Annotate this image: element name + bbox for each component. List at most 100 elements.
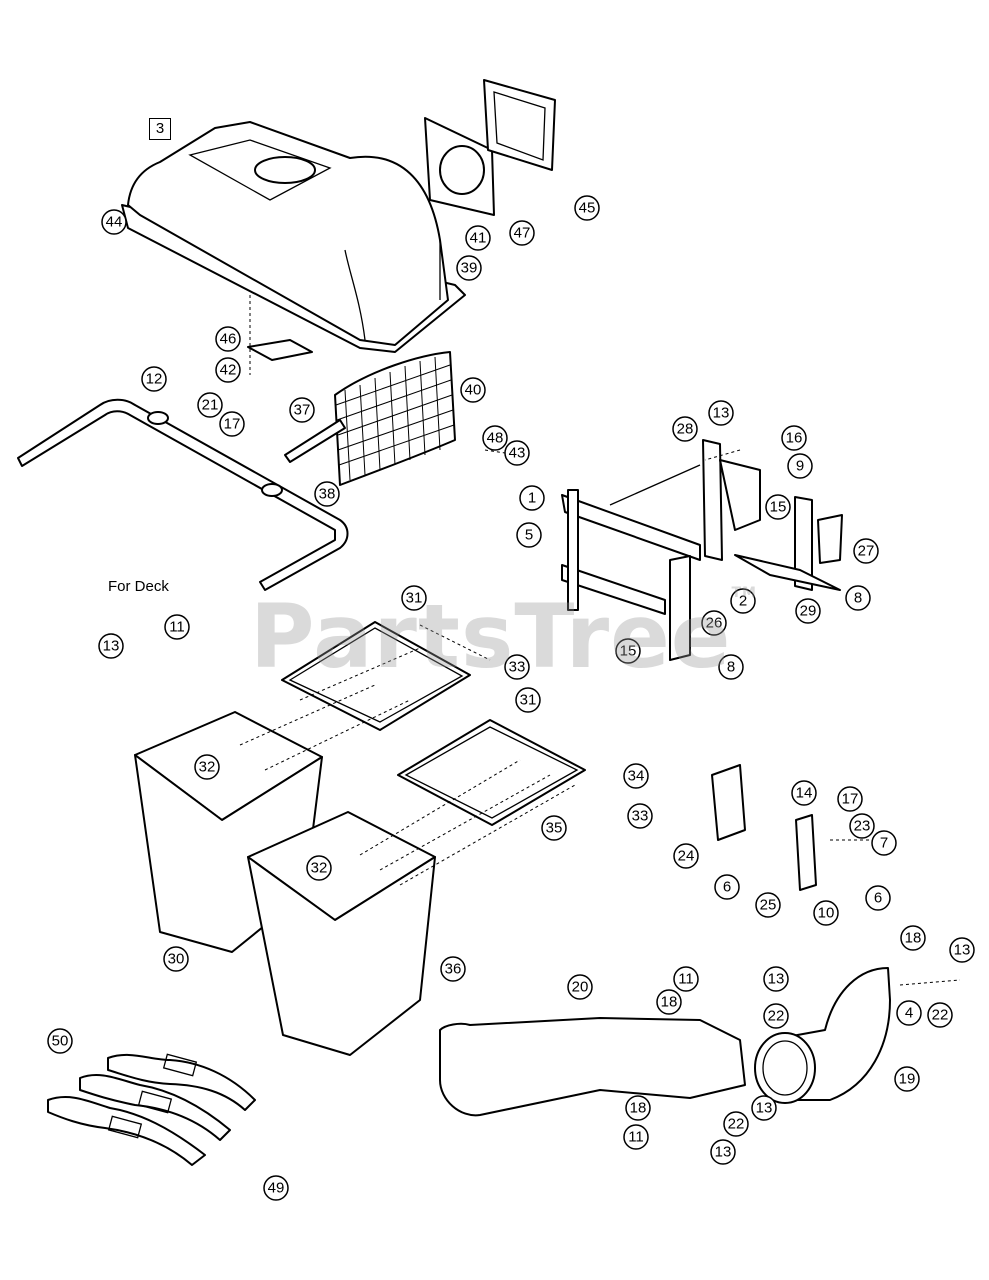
callout-c15b: 15 [615,638,641,664]
callout-circle [440,956,466,982]
callout-number: 11 [678,971,694,988]
callout-number: 8 [727,659,735,676]
callout-circle [673,843,699,869]
callout-number: 12 [146,371,163,388]
callout-number: 13 [768,971,785,988]
callout-number: 15 [770,499,787,516]
gasket-frame [483,79,556,171]
callout-c13f: 13 [710,1139,736,1165]
callout-circle [163,946,189,972]
callout-c19: 19 [894,1066,920,1092]
callout-c34: 34 [623,763,649,789]
callout-c1: 1 [519,485,545,511]
callout-c35: 35 [541,815,567,841]
callout-circle [849,813,875,839]
callout-circle [896,1000,922,1026]
callout-circle [456,255,482,281]
callout-c33a: 33 [504,654,530,680]
callout-circle [787,453,813,479]
callout-circle [627,803,653,829]
callout-circle [763,1003,789,1029]
mounting-bracket-assembly [561,439,843,661]
callout-c45: 45 [574,195,600,221]
callout-c26: 26 [701,610,727,636]
callout-number: 15 [620,643,637,660]
callout-circle [141,366,167,392]
callout-circle [894,1066,920,1092]
bag-frame-upper [281,621,471,731]
callout-number: 6 [874,890,882,907]
callout-number: 17 [842,791,859,808]
callout-circle [519,485,545,511]
callout-c32b: 32 [306,855,332,881]
callout-number: 26 [706,615,723,632]
callout-circle [865,885,891,911]
callout-number: 31 [520,692,537,709]
callout-c46: 46 [215,326,241,352]
callout-c43: 43 [504,440,530,466]
callout-number: 13 [103,638,120,655]
callout-c49: 49 [263,1175,289,1201]
callout-circle [615,638,641,664]
callout-circle [791,780,817,806]
callout-circle [101,209,127,235]
callout-number: 46 [220,331,237,348]
callout-number: 24 [678,848,695,865]
callout-number: 41 [470,230,487,247]
callout-number: 4 [905,1005,913,1022]
callout-number: 48 [487,430,504,447]
callout-number: 13 [715,1144,732,1161]
callout-number: 19 [899,1071,916,1088]
callout-circle [623,1124,649,1150]
callout-c2: 2 [730,588,756,614]
callout-circle [723,1111,749,1137]
callout-circle [306,855,332,881]
cover-plate [247,339,313,361]
callout-number: 22 [932,1007,949,1024]
callout-number: 8 [854,590,862,607]
callout-c4: 4 [896,1000,922,1026]
callout-circle [194,754,220,780]
callout-circle [795,598,821,624]
callout-c23: 23 [849,813,875,839]
callout-number: 47 [514,225,531,242]
bracket-24 [711,764,746,841]
callout-number: 7 [880,835,888,852]
chute-elbow [754,967,891,1104]
callout-c8b: 8 [718,654,744,680]
callout-number: 13 [756,1100,773,1117]
callout-circle [509,220,535,246]
mesh-screen [334,351,456,486]
partstree-watermark: PartsTreeTM [250,585,757,688]
callout-number: 35 [546,820,563,837]
callout-number: 31 [406,590,423,607]
callout-circle [215,357,241,383]
callout-number: 22 [768,1008,785,1025]
bracket-25 [795,814,817,891]
callout-c15a: 15 [765,494,791,520]
callout-number: 50 [52,1033,69,1050]
callout-number: 18 [661,994,678,1011]
callout-c36: 36 [440,956,466,982]
callout-number: 49 [268,1180,285,1197]
callout-c13d: 13 [763,966,789,992]
callout-c11c: 11 [623,1124,649,1150]
callout-c13b: 13 [98,633,124,659]
callout-number: 6 [723,879,731,896]
callout-circle [401,585,427,611]
bag-frame-lower [397,719,586,826]
callout-number: 38 [319,486,336,503]
callout-circle [751,1095,777,1121]
callout-number: 32 [199,759,216,776]
callout-c10: 10 [813,900,839,926]
callout-c5: 5 [516,522,542,548]
callout-c42: 42 [215,357,241,383]
watermark-trademark: TM [731,585,757,601]
support-rod [284,419,346,463]
callout-circle [47,1028,73,1054]
frame-tube [17,398,349,591]
callout-circle [763,966,789,992]
watermark-text: PartsTree [250,585,732,688]
callout-number: 43 [509,445,526,462]
